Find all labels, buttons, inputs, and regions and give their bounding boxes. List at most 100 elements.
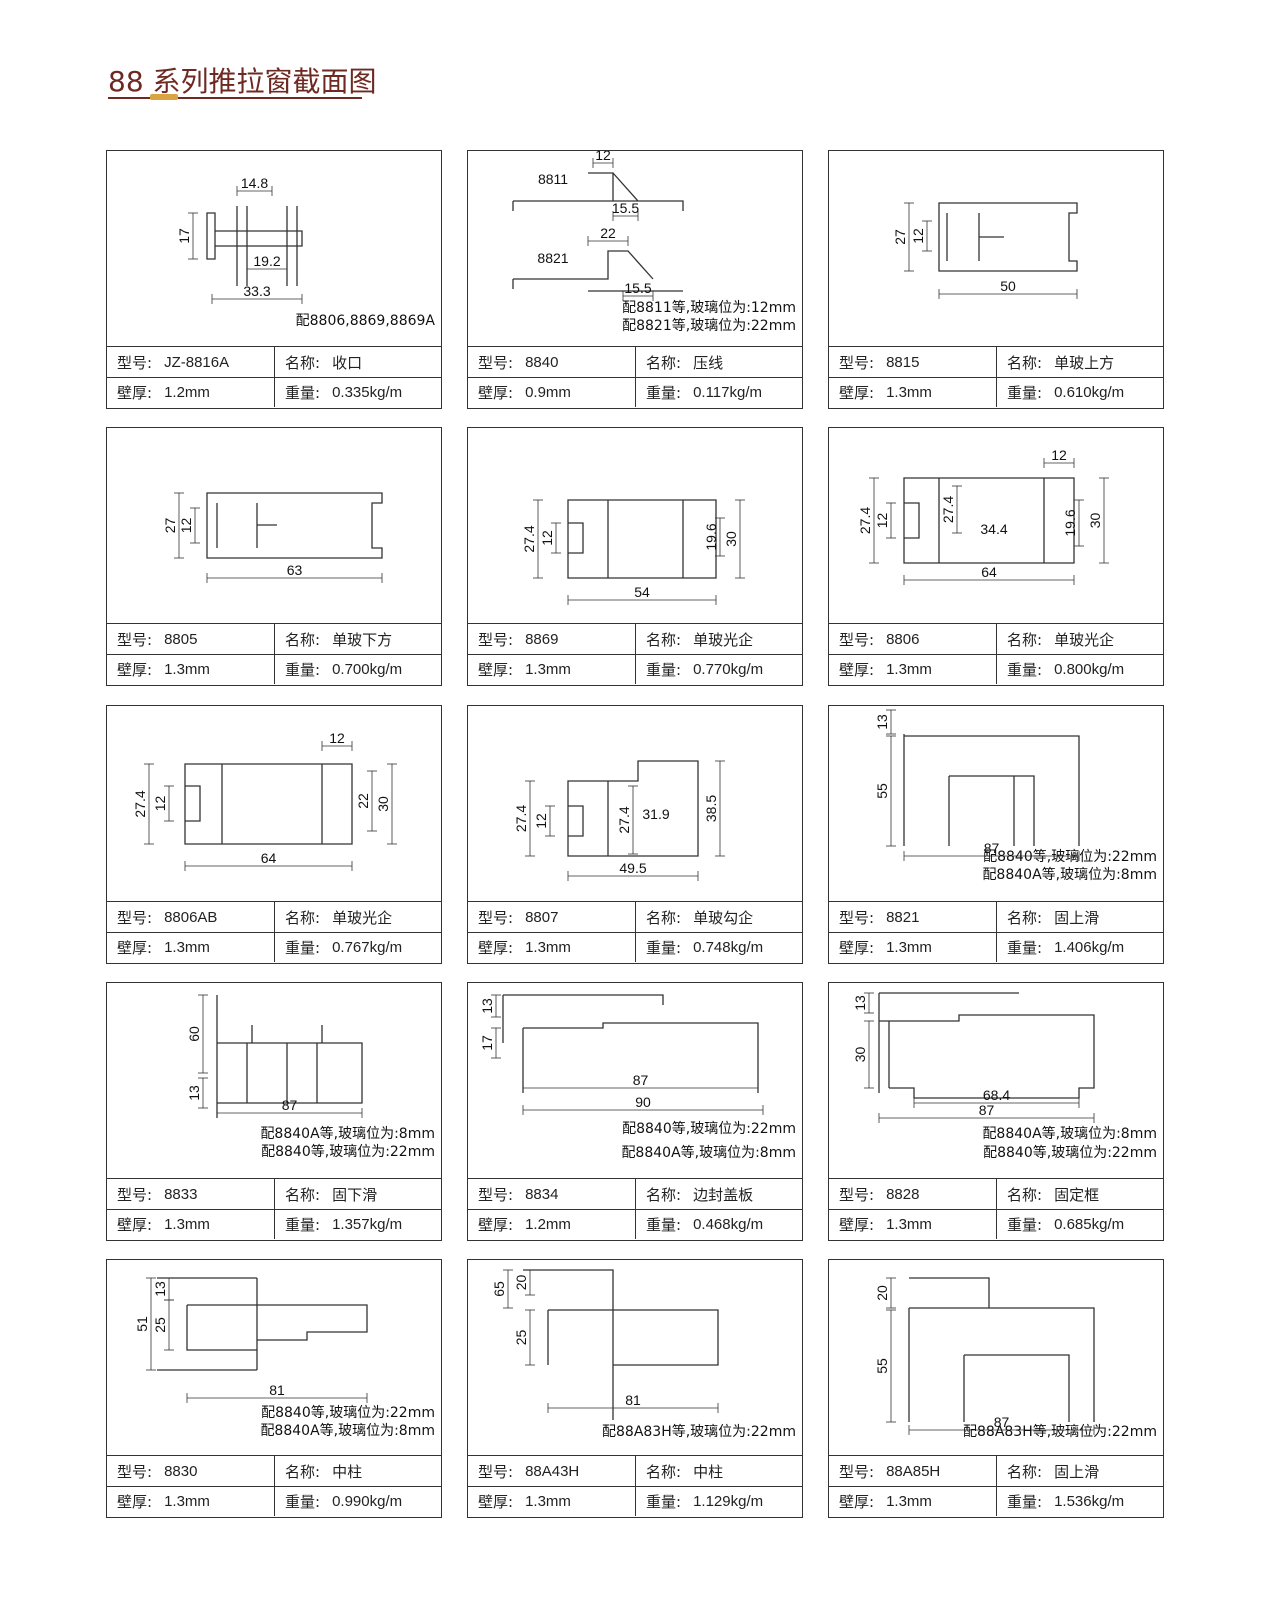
profile-section-svg: 27.4 12 19.6 30 54 [521,499,745,605]
spec-table: 型号: 8828 名称: 固定框 壁厚: 1.3mm 重量: 0.685kg/m [829,1178,1163,1240]
name-value: 压线 [693,354,724,372]
dimension-label: 87 [979,1102,995,1118]
thickness-value: 1.3mm [164,1215,210,1233]
section-drawing: 27 12 63 [107,428,440,626]
spec-table: 型号: 8869 名称: 单玻光企 壁厚: 1.3mm 重量: 0.770kg/… [468,623,802,685]
thickness-value: 1.2mm [164,383,210,401]
model-cell: 型号: 8821 [829,902,996,932]
profile-card: 27.4 12 27.4 31.9 38.5 49.5 [467,705,803,964]
name-cell: 名称: 单玻上方 [996,347,1163,377]
dimension-label: 30 [723,531,739,547]
model-value: 8869 [525,630,559,648]
title-underline [108,97,362,99]
spec-table: 型号: 8815 名称: 单玻上方 壁厚: 1.3mm 重量: 0.610kg/… [829,346,1163,408]
name-cell: 名称: 单玻勾企 [635,902,802,932]
spec-table: 型号: 8806AB 名称: 单玻光企 壁厚: 1.3mm 重量: 0.767k… [107,901,441,963]
spec-table: 型号: JZ-8816A 名称: 收口 壁厚: 1.2mm 重量: 0.335k… [107,346,441,408]
profile-card: 8811 12 15.5 8821 22 15.5 配8811等,玻璃位为:12… [467,150,803,409]
weight-label: 重量: [1007,660,1043,679]
weight-label: 重量: [285,938,321,957]
dimension-label: 20 [513,1275,529,1291]
dimension-label: 12 [152,796,168,812]
dimension-label: 12 [910,228,926,244]
weight-value: 0.700kg/m [332,660,403,678]
compat-note: 配8840等,玻璃位为:22mm [622,1121,796,1137]
dimension-label: 51 [134,1316,150,1332]
model-cell: 型号: 8815 [829,347,996,377]
profile-section-svg: 12 27.4 12 27.4 34.4 19.6 30 [857,447,1109,585]
dimension-label: 65 [491,1281,507,1297]
spec-table: 型号: 8833 名称: 固下滑 壁厚: 1.3mm 重量: 1.357kg/m [107,1178,441,1240]
name-value: 单玻光企 [332,909,393,927]
profile-card: 27 12 63 型号: 8805 名称: 单玻下方 [106,427,442,686]
model-cell: 型号: 88A85H [829,1456,996,1486]
model-cell: 型号: 8840 [468,347,635,377]
model-value: 88A85H [886,1462,941,1480]
dimension-label: 27 [892,229,908,245]
profile-section-svg: 13 17 87 90 [479,994,764,1115]
name-value: 固定框 [1054,1186,1100,1204]
thickness-value: 1.3mm [886,1492,932,1510]
model-cell: 型号: 8833 [107,1179,274,1209]
model-cell: 型号: 8805 [107,624,274,654]
profile-section-svg: 12 27.4 12 22 30 64 [132,730,397,871]
compat-note: 配8811等,玻璃位为:12mm [622,300,796,316]
dimension-label: 27.4 [616,806,632,833]
model-label: 型号: [478,908,514,927]
dimension-label: 25 [513,1330,529,1346]
dimension-label: 81 [269,1382,285,1398]
dimension-label: 31.9 [642,806,669,822]
dimension-label: 12 [178,518,194,534]
model-value: 88A43H [525,1462,580,1480]
title-accent [150,94,178,100]
name-value: 单玻光企 [693,631,754,649]
spec-table: 型号: 8834 名称: 边封盖板 壁厚: 1.2mm 重量: 0.468kg/… [468,1178,802,1240]
model-cell: 型号: 8834 [468,1179,635,1209]
dimension-label: 27.4 [940,496,956,523]
model-cell: 型号: 8830 [107,1456,274,1486]
dimension-label: 33.3 [243,283,270,299]
weight-cell: 重量: 0.468kg/m [635,1209,802,1239]
compat-note: 配8840等,玻璃位为:22mm [261,1144,435,1160]
dimension-label: 12 [533,813,549,829]
thickness-value: 1.3mm [164,1492,210,1510]
dimension-label: 22 [600,225,616,241]
name-label: 名称: [285,630,321,649]
section-drawing: 65 20 25 81 [468,1260,801,1458]
section-drawing: 13 30 68.4 87 [829,983,1162,1181]
dimension-label: 63 [287,562,303,578]
dimension-label: 87 [984,840,1000,856]
model-label: 型号: [839,908,875,927]
dimension-label: 15.5 [612,200,639,216]
section-drawing: 60 13 87 [107,983,440,1181]
name-label: 名称: [1007,1462,1043,1481]
name-label: 名称: [285,353,321,372]
thickness-value: 1.3mm [886,1215,932,1233]
weight-label: 重量: [646,383,682,402]
thickness-cell: 壁厚: 1.3mm [829,377,996,407]
profile-section-svg: 27.4 12 27.4 31.9 38.5 49.5 [513,760,725,881]
name-cell: 名称: 压线 [635,347,802,377]
name-cell: 名称: 中柱 [635,1456,802,1486]
model-label: 型号: [839,1462,875,1481]
model-cell: 型号: 88A43H [468,1456,635,1486]
model-value: 8807 [525,908,559,926]
dimension-label: 60 [186,1026,202,1042]
weight-value: 0.748kg/m [693,938,764,956]
dimension-label: 13 [152,1281,168,1297]
weight-label: 重量: [646,938,682,957]
thickness-label: 壁厚: [478,660,514,679]
dimension-label: 81 [625,1392,641,1408]
model-label: 型号: [117,630,153,649]
profile-card: 12 27.4 12 22 30 64 [106,705,442,964]
model-label: 型号: [839,1185,875,1204]
dimension-label: 12 [595,151,611,163]
dimension-label: 34.4 [980,521,1007,537]
weight-label: 重量: [285,1492,321,1511]
thickness-value: 1.3mm [525,938,571,956]
profile-section-svg: 51 13 25 81 [134,1277,368,1403]
name-label: 名称: [646,1185,682,1204]
spec-table: 型号: 88A43H 名称: 中柱 壁厚: 1.3mm 重量: 1.129kg/… [468,1455,802,1517]
